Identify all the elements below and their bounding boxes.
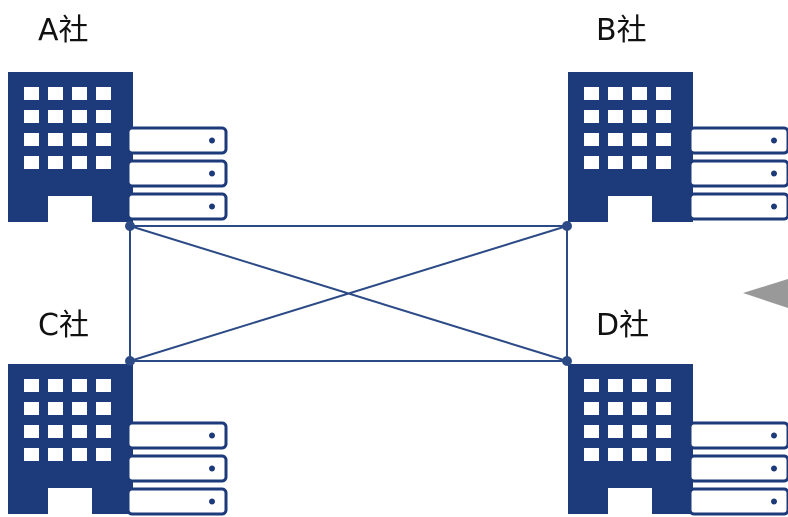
node-d <box>562 356 572 366</box>
server-rack-icon <box>126 126 228 221</box>
company-a: A社 <box>8 13 228 222</box>
server-rack-icon <box>126 421 228 516</box>
office-building-icon <box>8 72 133 222</box>
server-rack-icon <box>688 421 788 516</box>
company-c-label: C社 <box>38 308 89 343</box>
company-d: D社 <box>568 308 788 516</box>
node-b <box>562 221 572 231</box>
node-a <box>125 221 135 231</box>
office-building-icon <box>8 364 133 514</box>
network-links <box>129 225 568 362</box>
company-c: C社 <box>8 308 228 516</box>
link-b-c <box>129 225 568 362</box>
company-b-label: B社 <box>596 13 647 48</box>
company-d-label: D社 <box>596 308 649 343</box>
company-b: B社 <box>568 13 788 222</box>
office-building-icon <box>568 72 693 222</box>
server-rack-icon <box>688 126 788 221</box>
connection-nodes <box>125 221 572 366</box>
office-building-icon <box>568 364 693 514</box>
company-a-label: A社 <box>38 13 89 48</box>
node-c <box>125 356 135 366</box>
arrow-left-icon <box>743 279 788 308</box>
